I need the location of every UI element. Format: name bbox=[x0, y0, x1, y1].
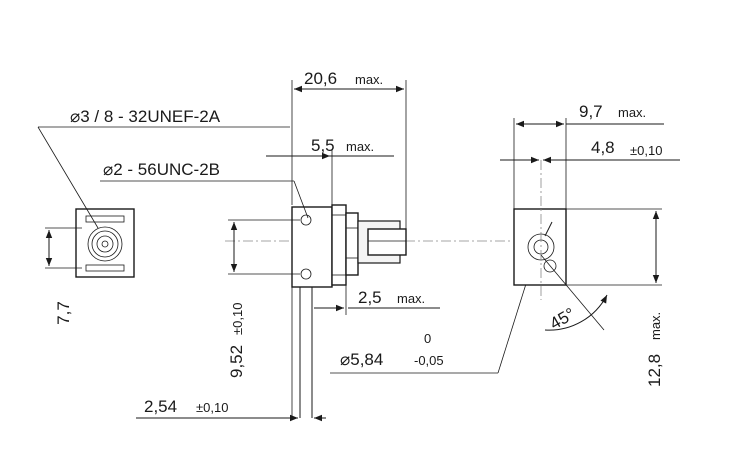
front-view-body bbox=[75, 208, 135, 278]
front-view-middle-ring bbox=[91, 230, 119, 258]
width-max-unit: max. bbox=[355, 72, 383, 87]
pin-spacing-tol: ±0,10 bbox=[230, 303, 245, 335]
side-view-flange bbox=[291, 206, 333, 288]
front-view-bottom-pin bbox=[85, 264, 125, 272]
front-height-label: 7,7 bbox=[54, 301, 73, 325]
side-view-top-hole bbox=[300, 214, 312, 226]
side-height-unit: max. bbox=[648, 312, 663, 340]
angle-leg bbox=[540, 254, 605, 331]
flange-max-value: 5,5 bbox=[311, 136, 335, 155]
bore-diameter-value: ⌀5,84 bbox=[340, 350, 383, 369]
angle-arc bbox=[544, 294, 608, 331]
side-view-barrel bbox=[367, 228, 407, 256]
pin-spacing-value: 9,52 bbox=[227, 345, 246, 378]
side-width-dimension: 9,7 max. bbox=[513, 102, 664, 209]
front-view: 7,7 bbox=[45, 208, 135, 325]
pitch-dimension: 2,54 ±0,10 bbox=[136, 397, 326, 422]
thread-outer-callout: ⌀3 / 8 - 32UNEF-2A bbox=[37, 107, 290, 229]
front-view-inner-ring bbox=[96, 235, 114, 253]
width-max-dimension: 20,6 max. bbox=[291, 69, 407, 229]
angle-label: 45° bbox=[547, 304, 579, 333]
side-offset-tol: ±0,10 bbox=[630, 143, 662, 158]
flange-max-unit: max. bbox=[346, 139, 374, 154]
pin-depth-unit: max. bbox=[397, 291, 425, 306]
side-height-dimension: 12,8 max. bbox=[566, 208, 664, 387]
pitch-value: 2,54 bbox=[144, 397, 177, 416]
side-offset-dimension: 4,8 ±0,10 bbox=[500, 138, 680, 164]
pin-depth-dimension: 2,5 max. bbox=[314, 285, 440, 315]
side-view-nut bbox=[331, 204, 347, 286]
thread-mount-callout: ⌀2 - 56UNC-2B bbox=[100, 160, 309, 219]
front-view-top-pin bbox=[85, 215, 125, 223]
side-view bbox=[225, 204, 510, 418]
bore-tol-lower: -0,05 bbox=[414, 353, 444, 368]
side-view-bottom-hole bbox=[300, 268, 312, 280]
pitch-tol: ±0,10 bbox=[196, 400, 228, 415]
pin-spacing-dimension: 9,52 ±0,10 bbox=[227, 219, 300, 378]
end-view-body bbox=[513, 208, 567, 286]
bore-diameter-callout: ⌀5,84 0 -0,05 bbox=[330, 251, 537, 374]
thread-outer-label: ⌀3 / 8 - 32UNEF-2A bbox=[70, 107, 221, 126]
flange-max-dimension: 5,5 max. bbox=[266, 136, 394, 205]
end-view: 45° bbox=[513, 160, 608, 333]
front-view-center-pin bbox=[101, 240, 109, 248]
thread-mount-label: ⌀2 - 56UNC-2B bbox=[103, 160, 220, 179]
pin-depth-value: 2,5 bbox=[358, 288, 382, 307]
bore-tol-upper: 0 bbox=[424, 331, 431, 346]
side-width-unit: max. bbox=[618, 105, 646, 120]
side-width-value: 9,7 bbox=[579, 102, 603, 121]
front-view-outer-ring bbox=[87, 226, 123, 262]
side-height-value: 12,8 bbox=[645, 354, 664, 387]
side-view-thread bbox=[345, 212, 359, 276]
width-max-value: 20,6 bbox=[304, 69, 337, 88]
side-offset-value: 4,8 bbox=[591, 138, 615, 157]
end-view-key bbox=[543, 259, 557, 273]
